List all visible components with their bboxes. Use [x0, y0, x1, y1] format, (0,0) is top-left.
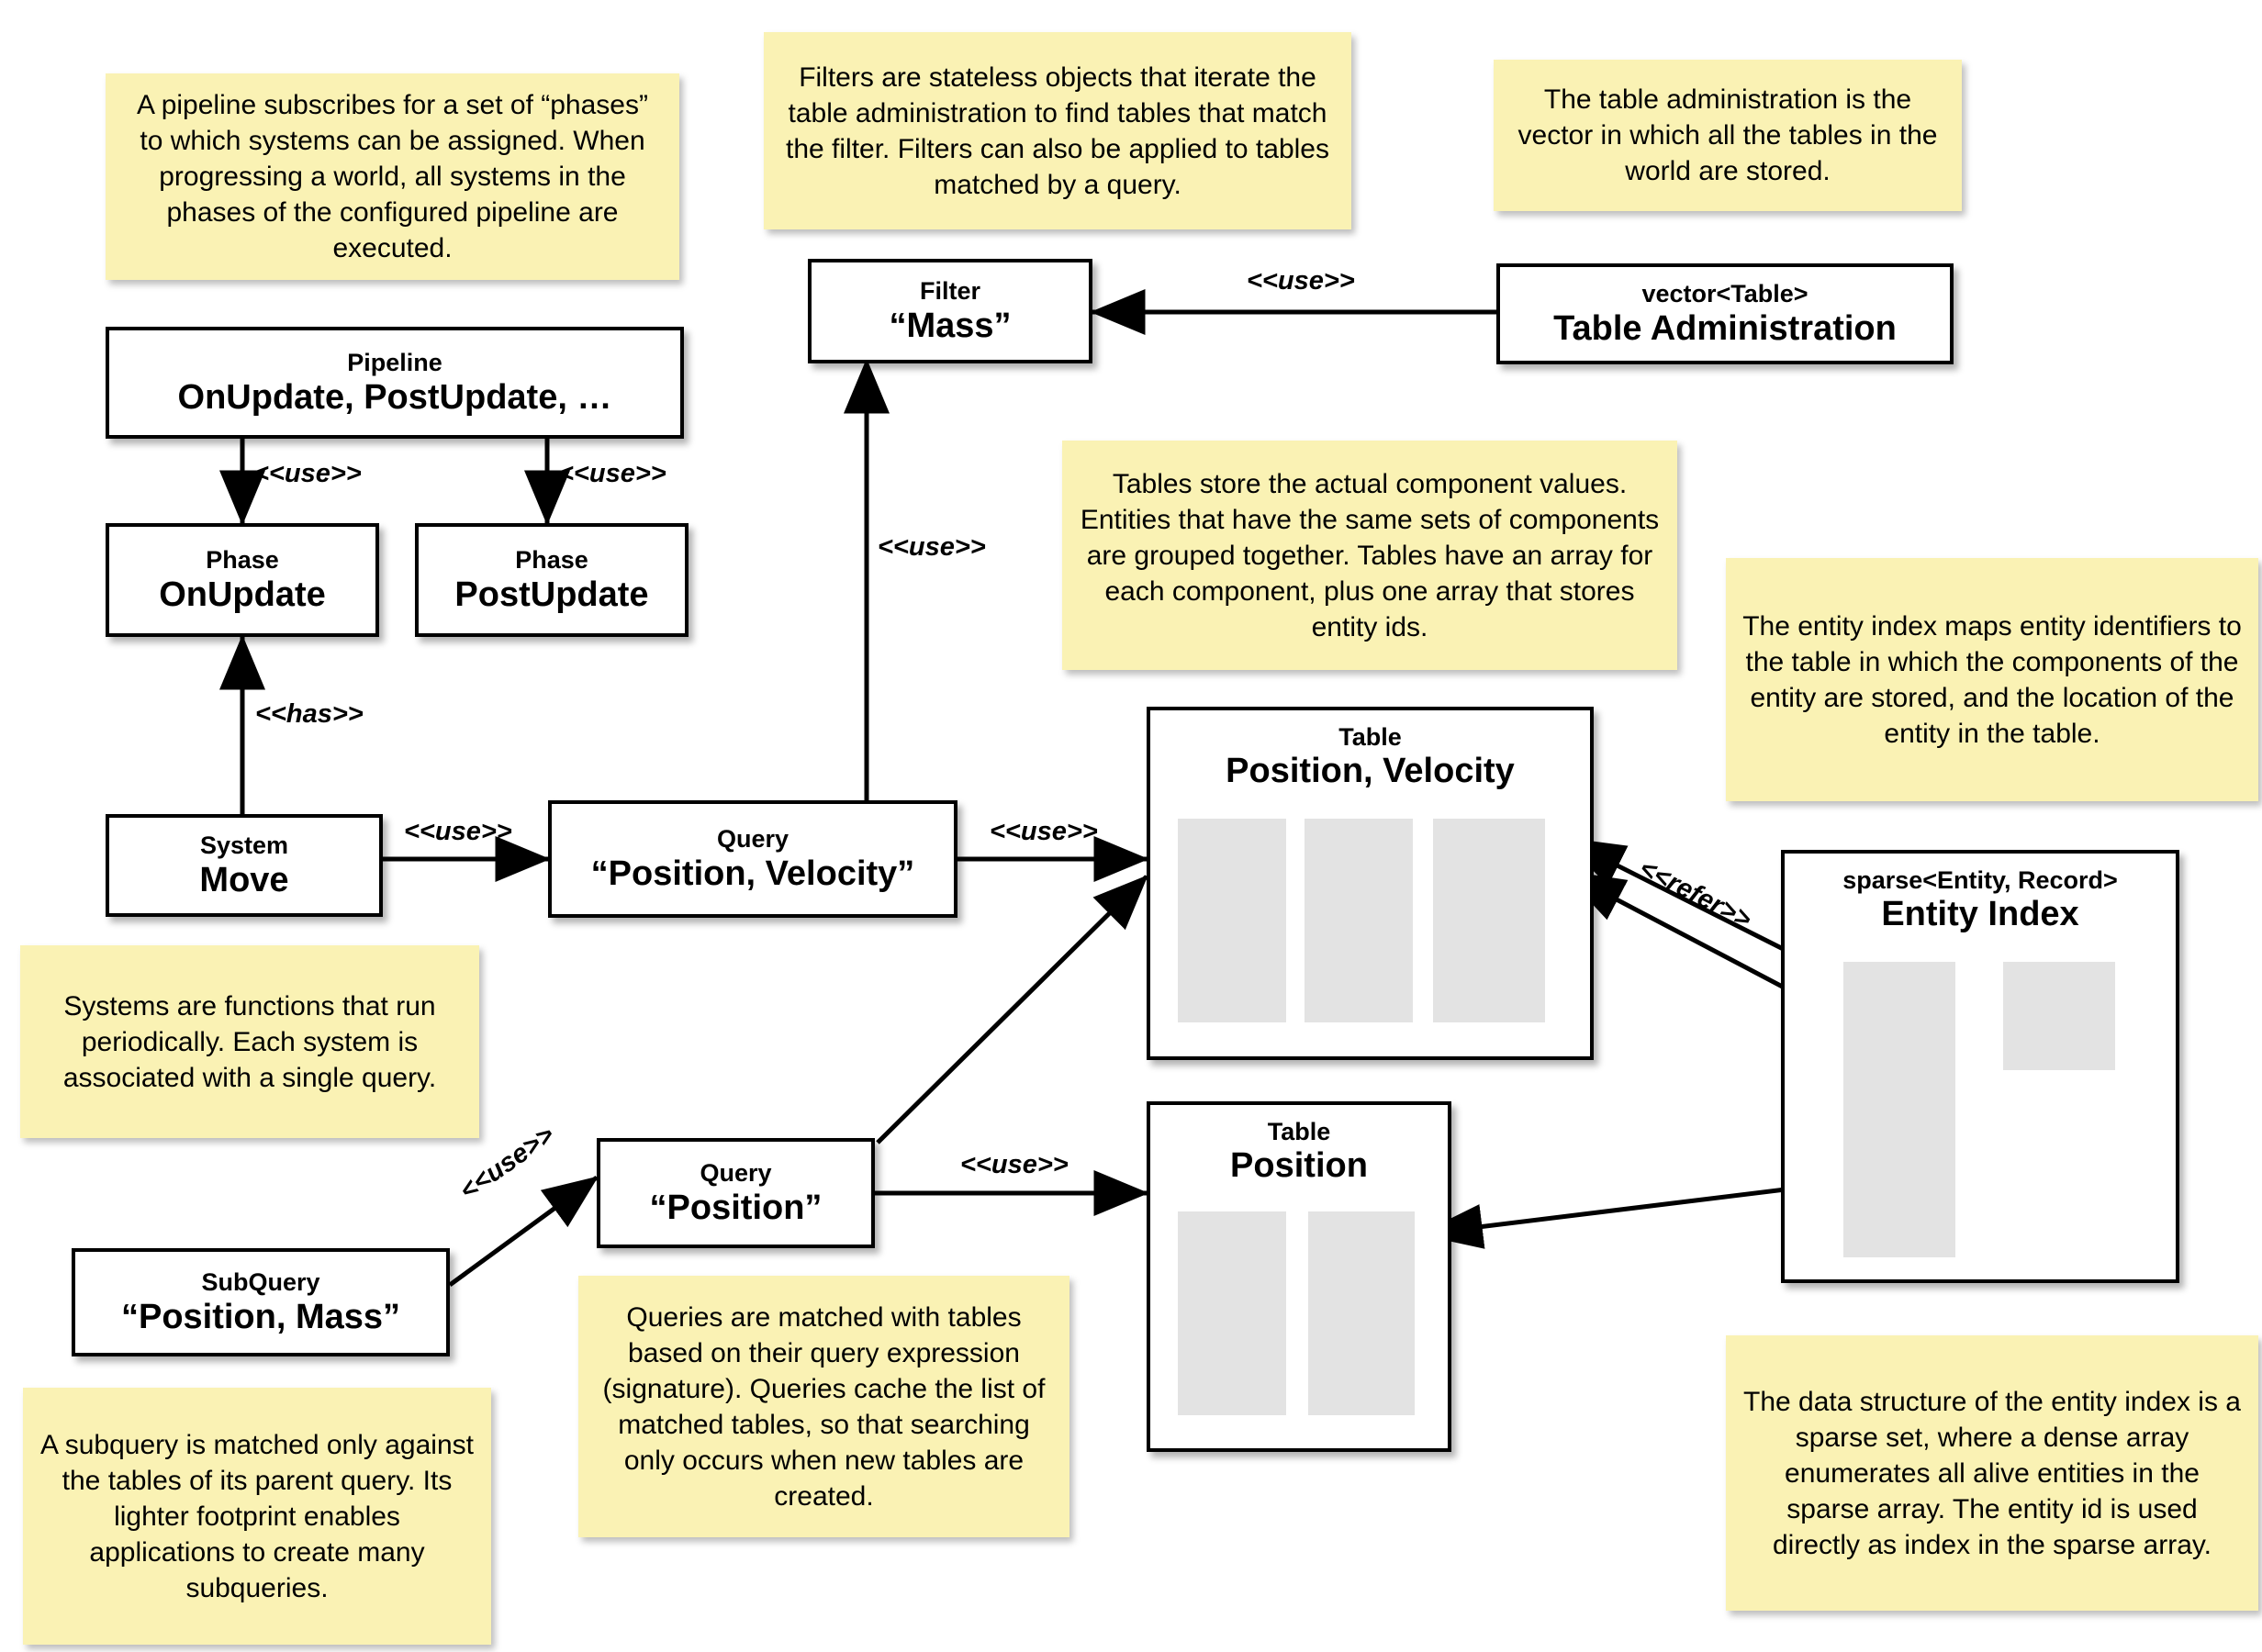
- edge-label-query-filter: <<use>>: [878, 532, 986, 562]
- box-pipeline-stereotype: Pipeline: [347, 348, 442, 376]
- edge-query-p-table-pv: [876, 875, 1148, 1144]
- box-query-position[interactable]: Query “Position”: [597, 1138, 875, 1248]
- edge-subquery-query-p: [448, 1175, 599, 1288]
- note-systems: Systems are functions that run periodica…: [20, 945, 479, 1138]
- box-table-pv-stereotype: Table: [1338, 723, 1402, 751]
- note-table-admin: The table administration is the vector i…: [1494, 60, 1962, 211]
- box-phase-onupdate-name: OnUpdate: [159, 575, 326, 614]
- box-subquery-stereotype: SubQuery: [201, 1267, 320, 1296]
- box-system-move-name: Move: [199, 860, 289, 899]
- table-pv-column-3: [1433, 819, 1545, 1022]
- edge-index-table-p: [1417, 1178, 1853, 1249]
- box-table-administration[interactable]: vector<Table> Table Administration: [1496, 263, 1954, 364]
- box-phase-postupdate-stereotype: Phase: [515, 545, 588, 574]
- box-table-pv-name: Position, Velocity: [1226, 752, 1515, 791]
- edge-label-pipeline-onupdate: <<use>>: [253, 459, 362, 488]
- box-query-pv-stereotype: Query: [716, 824, 789, 853]
- box-entity-index[interactable]: sparse<Entity, Record> Entity Index: [1781, 850, 2179, 1283]
- note-pipeline: A pipeline subscribes for a set of “phas…: [106, 73, 679, 280]
- note-sparse-set: The data structure of the entity index i…: [1726, 1335, 2258, 1611]
- table-pv-column-2: [1305, 819, 1413, 1022]
- box-filter-name: “Mass”: [889, 306, 1012, 345]
- edge-label-admin-filter: <<use>>: [1247, 266, 1355, 296]
- box-system-move-stereotype: System: [199, 831, 289, 859]
- box-query-pv-name: “Position, Velocity”: [590, 854, 915, 893]
- table-pv-column-1: [1178, 819, 1286, 1022]
- entity-index-header: sparse<Entity, Record> Entity Index: [1785, 854, 2176, 934]
- box-phase-postupdate[interactable]: Phase PostUpdate: [415, 523, 689, 637]
- box-subquery-position-mass[interactable]: SubQuery “Position, Mass”: [72, 1248, 450, 1356]
- note-filter: Filters are stateless objects that itera…: [764, 32, 1351, 229]
- box-pipeline-name: OnUpdate, PostUpdate, …: [177, 377, 612, 417]
- box-filter-stereotype: Filter: [919, 276, 980, 305]
- box-entity-index-stereotype: sparse<Entity, Record>: [1842, 866, 2118, 894]
- entity-index-dense-array: [2003, 962, 2115, 1070]
- edge-label-query-table-pv: <<use>>: [990, 817, 1098, 846]
- table-pv-header: Table Position, Velocity: [1150, 710, 1590, 791]
- edge-label-system-phase: <<has>>: [255, 699, 364, 729]
- table-p-header: Table Position: [1150, 1105, 1448, 1186]
- box-phase-onupdate-stereotype: Phase: [206, 545, 279, 574]
- box-subquery-name: “Position, Mass”: [120, 1297, 401, 1336]
- box-table-admin-stereotype: vector<Table>: [1641, 279, 1808, 307]
- box-table-position[interactable]: Table Position: [1147, 1101, 1451, 1452]
- box-query-position-velocity[interactable]: Query “Position, Velocity”: [548, 800, 957, 918]
- edge-label-query-p-table-p: <<use>>: [960, 1150, 1069, 1179]
- edge-label-system-query: <<use>>: [404, 817, 512, 846]
- table-p-column-2: [1308, 1211, 1415, 1415]
- box-filter-mass[interactable]: Filter “Mass”: [808, 259, 1092, 363]
- box-phase-onupdate[interactable]: Phase OnUpdate: [106, 523, 379, 637]
- box-pipeline[interactable]: Pipeline OnUpdate, PostUpdate, …: [106, 327, 684, 439]
- box-table-position-velocity[interactable]: Table Position, Velocity: [1147, 707, 1594, 1060]
- box-table-p-stereotype: Table: [1267, 1118, 1331, 1145]
- note-tables: Tables store the actual component values…: [1062, 441, 1677, 670]
- box-system-move[interactable]: System Move: [106, 814, 383, 917]
- table-p-column-1: [1178, 1211, 1286, 1415]
- note-subquery: A subquery is matched only against the t…: [23, 1388, 491, 1645]
- edge-label-pipeline-postupdate: <<use>>: [558, 459, 666, 488]
- note-queries: Queries are matched with tables based on…: [578, 1276, 1069, 1537]
- box-query-p-name: “Position”: [649, 1188, 823, 1227]
- box-table-p-name: Position: [1230, 1146, 1368, 1186]
- box-phase-postupdate-name: PostUpdate: [454, 575, 649, 614]
- box-entity-index-name: Entity Index: [1881, 895, 2079, 934]
- entity-index-sparse-array: [1843, 962, 1955, 1257]
- note-entity-index: The entity index maps entity identifiers…: [1726, 558, 2258, 801]
- box-query-p-stereotype: Query: [700, 1158, 772, 1187]
- box-table-admin-name: Table Administration: [1553, 308, 1897, 348]
